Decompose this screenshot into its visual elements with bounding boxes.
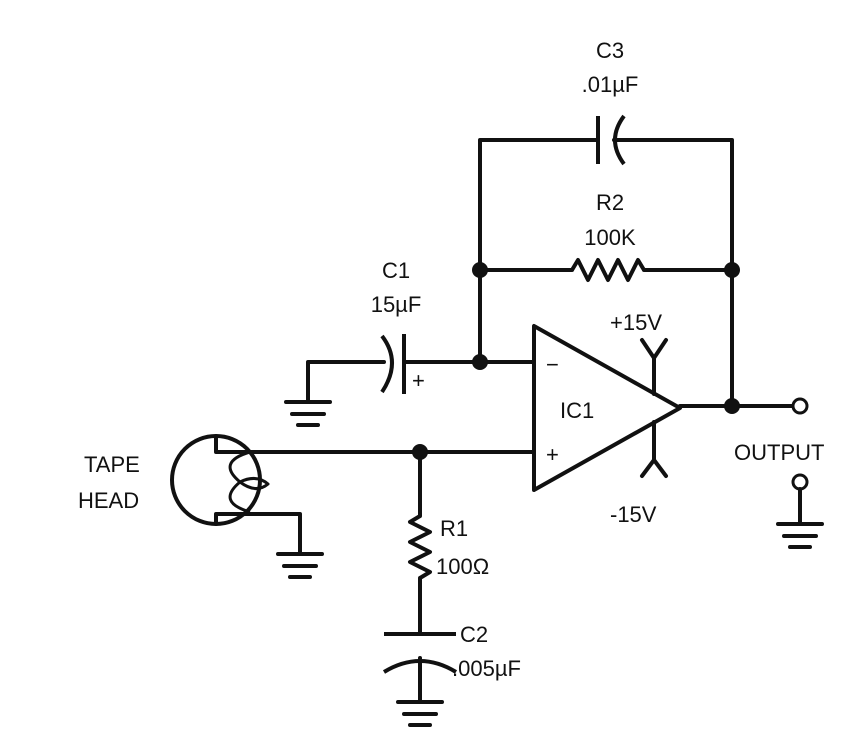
- r1-value-label: 100Ω: [436, 554, 489, 579]
- r2-ref-label: R2: [596, 190, 624, 215]
- r1-ref-label: R1: [440, 516, 468, 541]
- r2-value-label: 100K: [584, 225, 636, 250]
- ground-symbol-output: [776, 522, 824, 549]
- c3-ref-label: C3: [596, 38, 624, 63]
- ground-symbol-tape-head: [276, 552, 324, 579]
- wire-tape-head-to-ground: [214, 512, 302, 554]
- c1-value-label: 15µF: [371, 292, 422, 317]
- c2-value-label: .005µF: [452, 656, 521, 681]
- c2-ref-label: C2: [460, 622, 488, 647]
- wire-c1-to-ground: [306, 360, 386, 402]
- junction-inverting: [472, 354, 488, 370]
- wire-tape-head-to-noninverting: [214, 434, 536, 454]
- tape-head-symbol: [170, 434, 270, 526]
- resistor-r2: [478, 258, 734, 282]
- supply-positive-pin: [640, 338, 668, 396]
- supply-positive-label: +15V: [610, 310, 662, 335]
- c3-value-label: .01µF: [582, 72, 639, 97]
- ic1-ref-label: IC1: [560, 398, 594, 423]
- resistor-r1: [408, 450, 432, 636]
- junction-output: [724, 398, 740, 414]
- tape-head-label-line2: HEAD: [78, 488, 139, 513]
- c1-polarity-label: +: [412, 368, 425, 393]
- c1-ref-label: C1: [382, 258, 410, 283]
- supply-negative-pin: [640, 420, 668, 478]
- supply-negative-label: -15V: [610, 502, 657, 527]
- ground-symbol-c2: [396, 700, 444, 727]
- ic1-noninverting-sign: +: [546, 442, 559, 467]
- feedback-c3-loop: [478, 138, 734, 272]
- ground-symbol-c1: [284, 400, 332, 427]
- opamp-ic1: [532, 324, 682, 492]
- capacitor-c3: [596, 114, 626, 166]
- output-terminal: [791, 397, 809, 415]
- output-ground-terminal: [791, 473, 809, 491]
- tape-head-label-line1: TAPE: [84, 452, 140, 477]
- ic1-inverting-sign: −: [546, 352, 559, 377]
- capacitor-c1: [380, 334, 406, 394]
- output-label: OUTPUT: [734, 440, 824, 465]
